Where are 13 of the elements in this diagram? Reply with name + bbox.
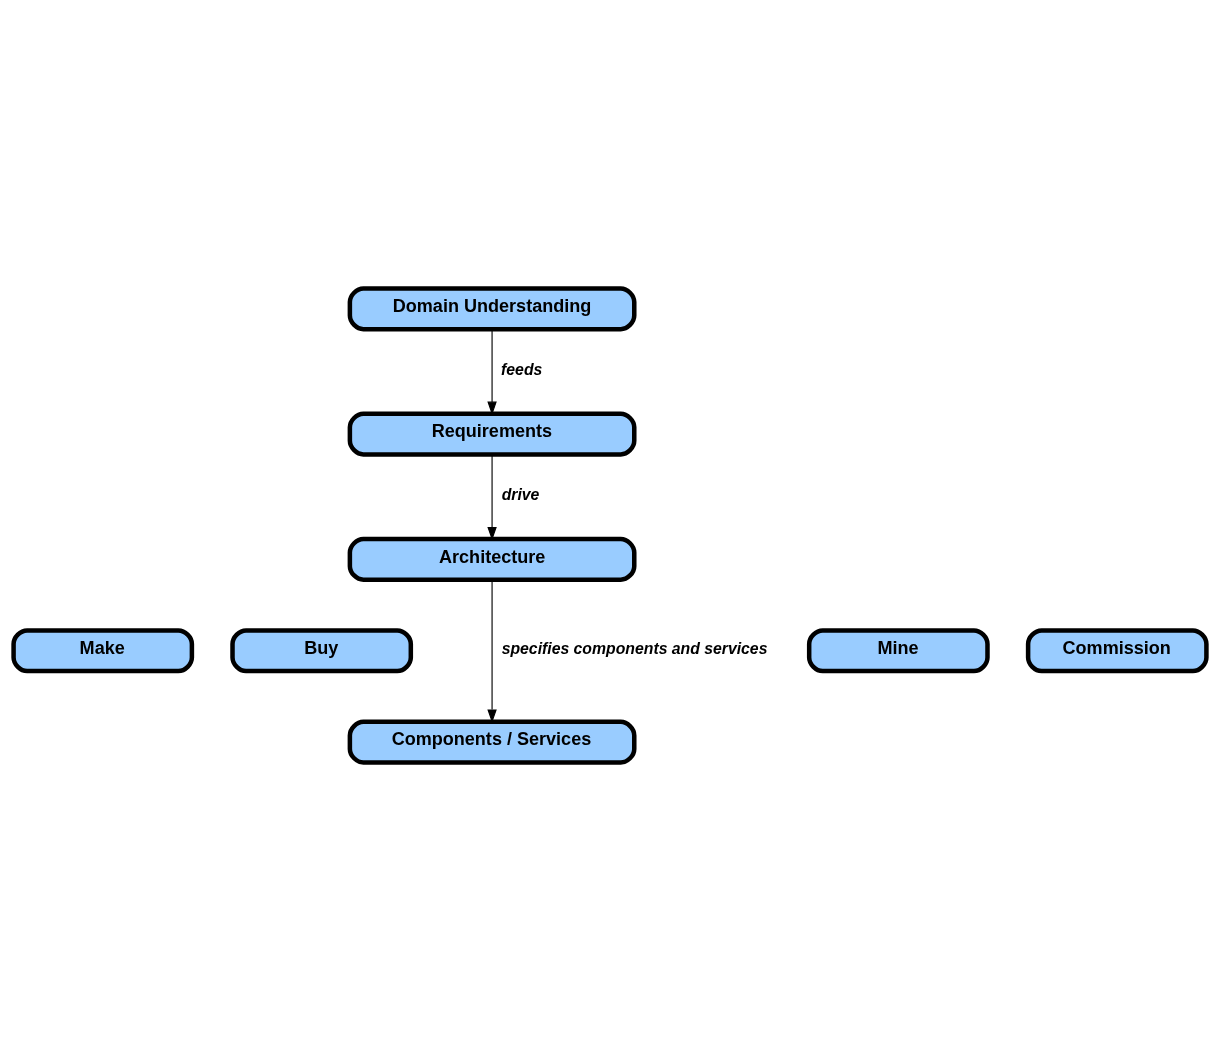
node-box: Components / Services	[347, 719, 637, 765]
node-box: Requirements	[347, 411, 637, 457]
edge-label: feeds	[501, 360, 543, 378]
node-box: Mine	[806, 627, 990, 673]
node-box: Commission	[1025, 627, 1209, 673]
node-box: Make	[11, 627, 195, 673]
edge-label: drive	[501, 485, 540, 503]
node-box: Buy	[230, 627, 414, 673]
arrow	[487, 453, 497, 540]
node-box: Architecture	[347, 536, 637, 582]
node-box: Domain Understanding	[347, 285, 637, 331]
edge-label: specifies components and services	[501, 639, 768, 657]
arrow	[487, 328, 497, 415]
